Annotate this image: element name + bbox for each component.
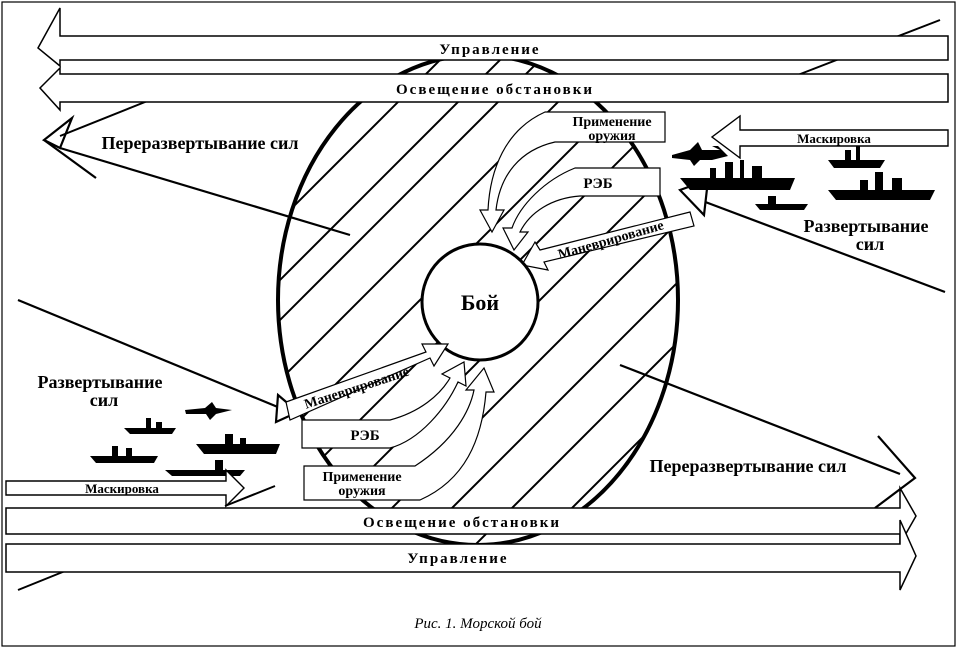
warship-icon	[680, 160, 795, 190]
situation-arrow-bottom	[5, 485, 917, 547]
reb-label-top: РЭБ	[583, 176, 612, 192]
control-arrow-top	[37, 7, 949, 68]
warship-icon	[124, 418, 176, 434]
weapons-label-bottom-line1: Применение	[322, 470, 401, 485]
control-label-bottom: Управление	[407, 551, 508, 567]
maneuver-label-bottom: Маневрирование	[303, 365, 412, 413]
submarine-icon	[165, 460, 245, 476]
reb-arrow-bottom	[301, 361, 467, 449]
masking-arrow-right	[710, 114, 949, 160]
submarine-icon	[755, 196, 808, 210]
figure-caption: Рис. 1. Морской бой	[413, 616, 542, 632]
maneuver-label-top: Маневрирование	[556, 218, 665, 263]
weapons-arrow-bottom	[303, 366, 495, 501]
maneuver-arrow-bottom	[285, 343, 450, 421]
control-arrow-bottom	[5, 519, 917, 591]
deploy-label-right-line1: Развертывание	[803, 216, 928, 236]
weapons-label-top-line1: Применение	[572, 115, 651, 130]
warship-icon	[828, 146, 885, 168]
masking-label-left: Маскировка	[85, 481, 159, 496]
redeploy-label-left: Переразвертывание сил	[101, 133, 298, 153]
maneuver-arrow-top	[521, 211, 695, 271]
battle-label: Бой	[461, 290, 500, 315]
weapons-label-top-line2: оружия	[588, 129, 636, 144]
masking-arrow-left	[5, 468, 245, 508]
control-label-top: Управление	[439, 42, 540, 58]
warship-icon	[90, 446, 158, 463]
situation-label-top: Освещение обстановки	[396, 82, 594, 98]
weapons-label-bottom-line2: оружия	[338, 484, 386, 499]
deploy-label-left-line2: сил	[90, 390, 118, 410]
jet-aircraft-icon	[185, 402, 232, 420]
deploy-arrow-left	[17, 298, 301, 424]
situation-arrow-top	[38, 66, 949, 112]
deploy-label-right-line2: сил	[856, 234, 884, 254]
redeploy-label-right: Переразвертывание сил	[649, 456, 846, 476]
battle-circle	[420, 242, 540, 362]
reb-arrow-top	[502, 167, 661, 252]
deploy-label-left-line1: Развертывание	[37, 372, 162, 392]
warship-icon	[828, 172, 935, 200]
situation-label-bottom: Освещение обстановки	[363, 515, 561, 531]
weapons-arrow-top	[478, 111, 666, 234]
warship-icon	[196, 434, 280, 454]
masking-label-right: Маскировка	[797, 131, 871, 146]
reb-label-bottom: РЭБ	[350, 428, 379, 444]
jet-aircraft-icon	[672, 142, 728, 166]
